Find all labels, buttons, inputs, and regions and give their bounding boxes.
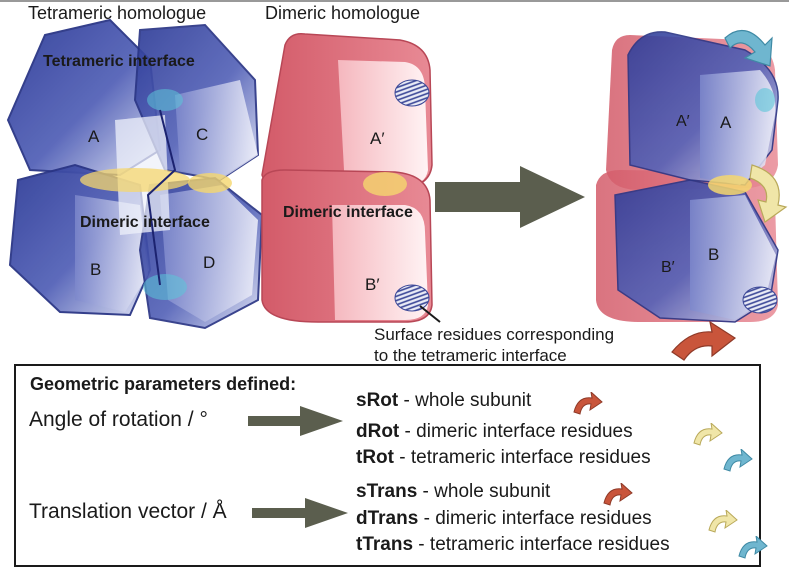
subunit-a-label: A bbox=[88, 127, 100, 146]
subunit-a-prime-label: A′ bbox=[370, 129, 385, 148]
blue-curved-arrow-icon bbox=[738, 536, 768, 559]
legend-desc-ttrans: - tetrameric interface residues bbox=[413, 534, 670, 555]
surface-pointer-line bbox=[419, 305, 441, 323]
legend-key-dtrans: dTrans bbox=[356, 508, 419, 529]
legend-row-strans: sTrans - whole subunit bbox=[356, 481, 550, 503]
legend-desc-srot: - whole subunit bbox=[398, 390, 532, 411]
legend-row-dtrans: dTrans - dimeric interface residues bbox=[356, 508, 652, 530]
overlay-diagram bbox=[596, 31, 779, 323]
subunit-d-label: D bbox=[203, 253, 215, 272]
overlay-cyan-patch bbox=[755, 88, 775, 112]
dimeric-rotation-arrow-icon bbox=[749, 164, 788, 223]
legend-desc-strans: - whole subunit bbox=[417, 481, 551, 502]
overlay-a-label: A bbox=[720, 113, 732, 132]
blue-curved-arrow-icon bbox=[723, 449, 753, 472]
surface-note-line1: Surface residues corresponding bbox=[374, 325, 614, 344]
center-seam bbox=[146, 109, 177, 286]
subunit-a-prime-face bbox=[338, 60, 428, 188]
subunit-b-label: B bbox=[90, 260, 101, 279]
surface-note-line2: to the tetrameric interface bbox=[374, 346, 567, 365]
dimeric-interface-label-left: Dimeric interface bbox=[80, 214, 210, 231]
overlay-b-prime-label: B′ bbox=[661, 259, 675, 276]
legend-row-trot: tRot - tetrameric interface residues bbox=[356, 447, 651, 469]
red-curved-arrow-icon bbox=[603, 483, 633, 506]
tetrameric-interface-patch-bottom bbox=[143, 274, 187, 300]
overlay-hatched-residues bbox=[742, 286, 778, 314]
legend-desc-drot: - dimeric interface residues bbox=[399, 421, 633, 442]
legend-key-strans: sTrans bbox=[356, 481, 418, 502]
legend-desc-dtrans: - dimeric interface residues bbox=[418, 508, 652, 529]
subunit-c-face bbox=[175, 80, 258, 180]
legend-key-trot: tRot bbox=[356, 447, 394, 468]
legend-desc-trot: - tetrameric interface residues bbox=[393, 447, 651, 468]
legend-key-srot: sRot bbox=[356, 390, 399, 411]
tetramer-diagram bbox=[6, 18, 264, 330]
subunit-b-prime-label: B′ bbox=[365, 275, 380, 294]
overlay-b-label: B bbox=[708, 245, 719, 264]
tetrameric-interface-patch-top bbox=[147, 89, 183, 111]
translation-vector-label: Translation vector / Å bbox=[29, 500, 227, 523]
legend-heading: Geometric parameters defined: bbox=[30, 374, 297, 394]
hatched-residues-bottom bbox=[394, 284, 430, 312]
yellow-curved-arrow-icon bbox=[708, 510, 738, 533]
yellow-curved-arrow-icon bbox=[693, 423, 723, 446]
legend-box: Geometric parameters defined: bbox=[14, 364, 761, 567]
transform-arrow bbox=[435, 166, 585, 228]
tetrameric-rotation-arrow-icon bbox=[724, 29, 773, 67]
tetrameric-interface-label: Tetrameric interface bbox=[43, 53, 195, 70]
dimeric-homologue-title: Dimeric homologue bbox=[265, 3, 420, 23]
overlay-dimeric-patch bbox=[708, 175, 752, 195]
legend-row-srot: sRot - whole subunit bbox=[356, 390, 531, 412]
red-curved-arrow-icon bbox=[573, 392, 603, 415]
dimeric-interface-label-middle: Dimeric interface bbox=[283, 204, 413, 221]
legend-row-ttrans: tTrans - tetrameric interface residues bbox=[356, 534, 670, 556]
dimeric-interface-patch-right bbox=[188, 173, 232, 193]
angle-of-rotation-label: Angle of rotation / ° bbox=[29, 408, 208, 431]
subunit-c-label: C bbox=[196, 125, 208, 144]
legend-key-ttrans: tTrans bbox=[356, 534, 414, 555]
legend-key-drot: dRot bbox=[356, 421, 400, 442]
legend-row-drot: dRot - dimeric interface residues bbox=[356, 421, 633, 443]
dimer-diagram bbox=[261, 32, 441, 323]
dimeric-interface-patch-middle bbox=[363, 172, 407, 196]
subunit-rotation-arrow-icon bbox=[671, 320, 737, 361]
overlay-a-prime-label: A′ bbox=[676, 113, 690, 130]
dimeric-interface-patch bbox=[80, 168, 190, 192]
tetrameric-homologue-title: Tetrameric homologue bbox=[28, 3, 206, 23]
hatched-residues-top bbox=[394, 79, 430, 107]
